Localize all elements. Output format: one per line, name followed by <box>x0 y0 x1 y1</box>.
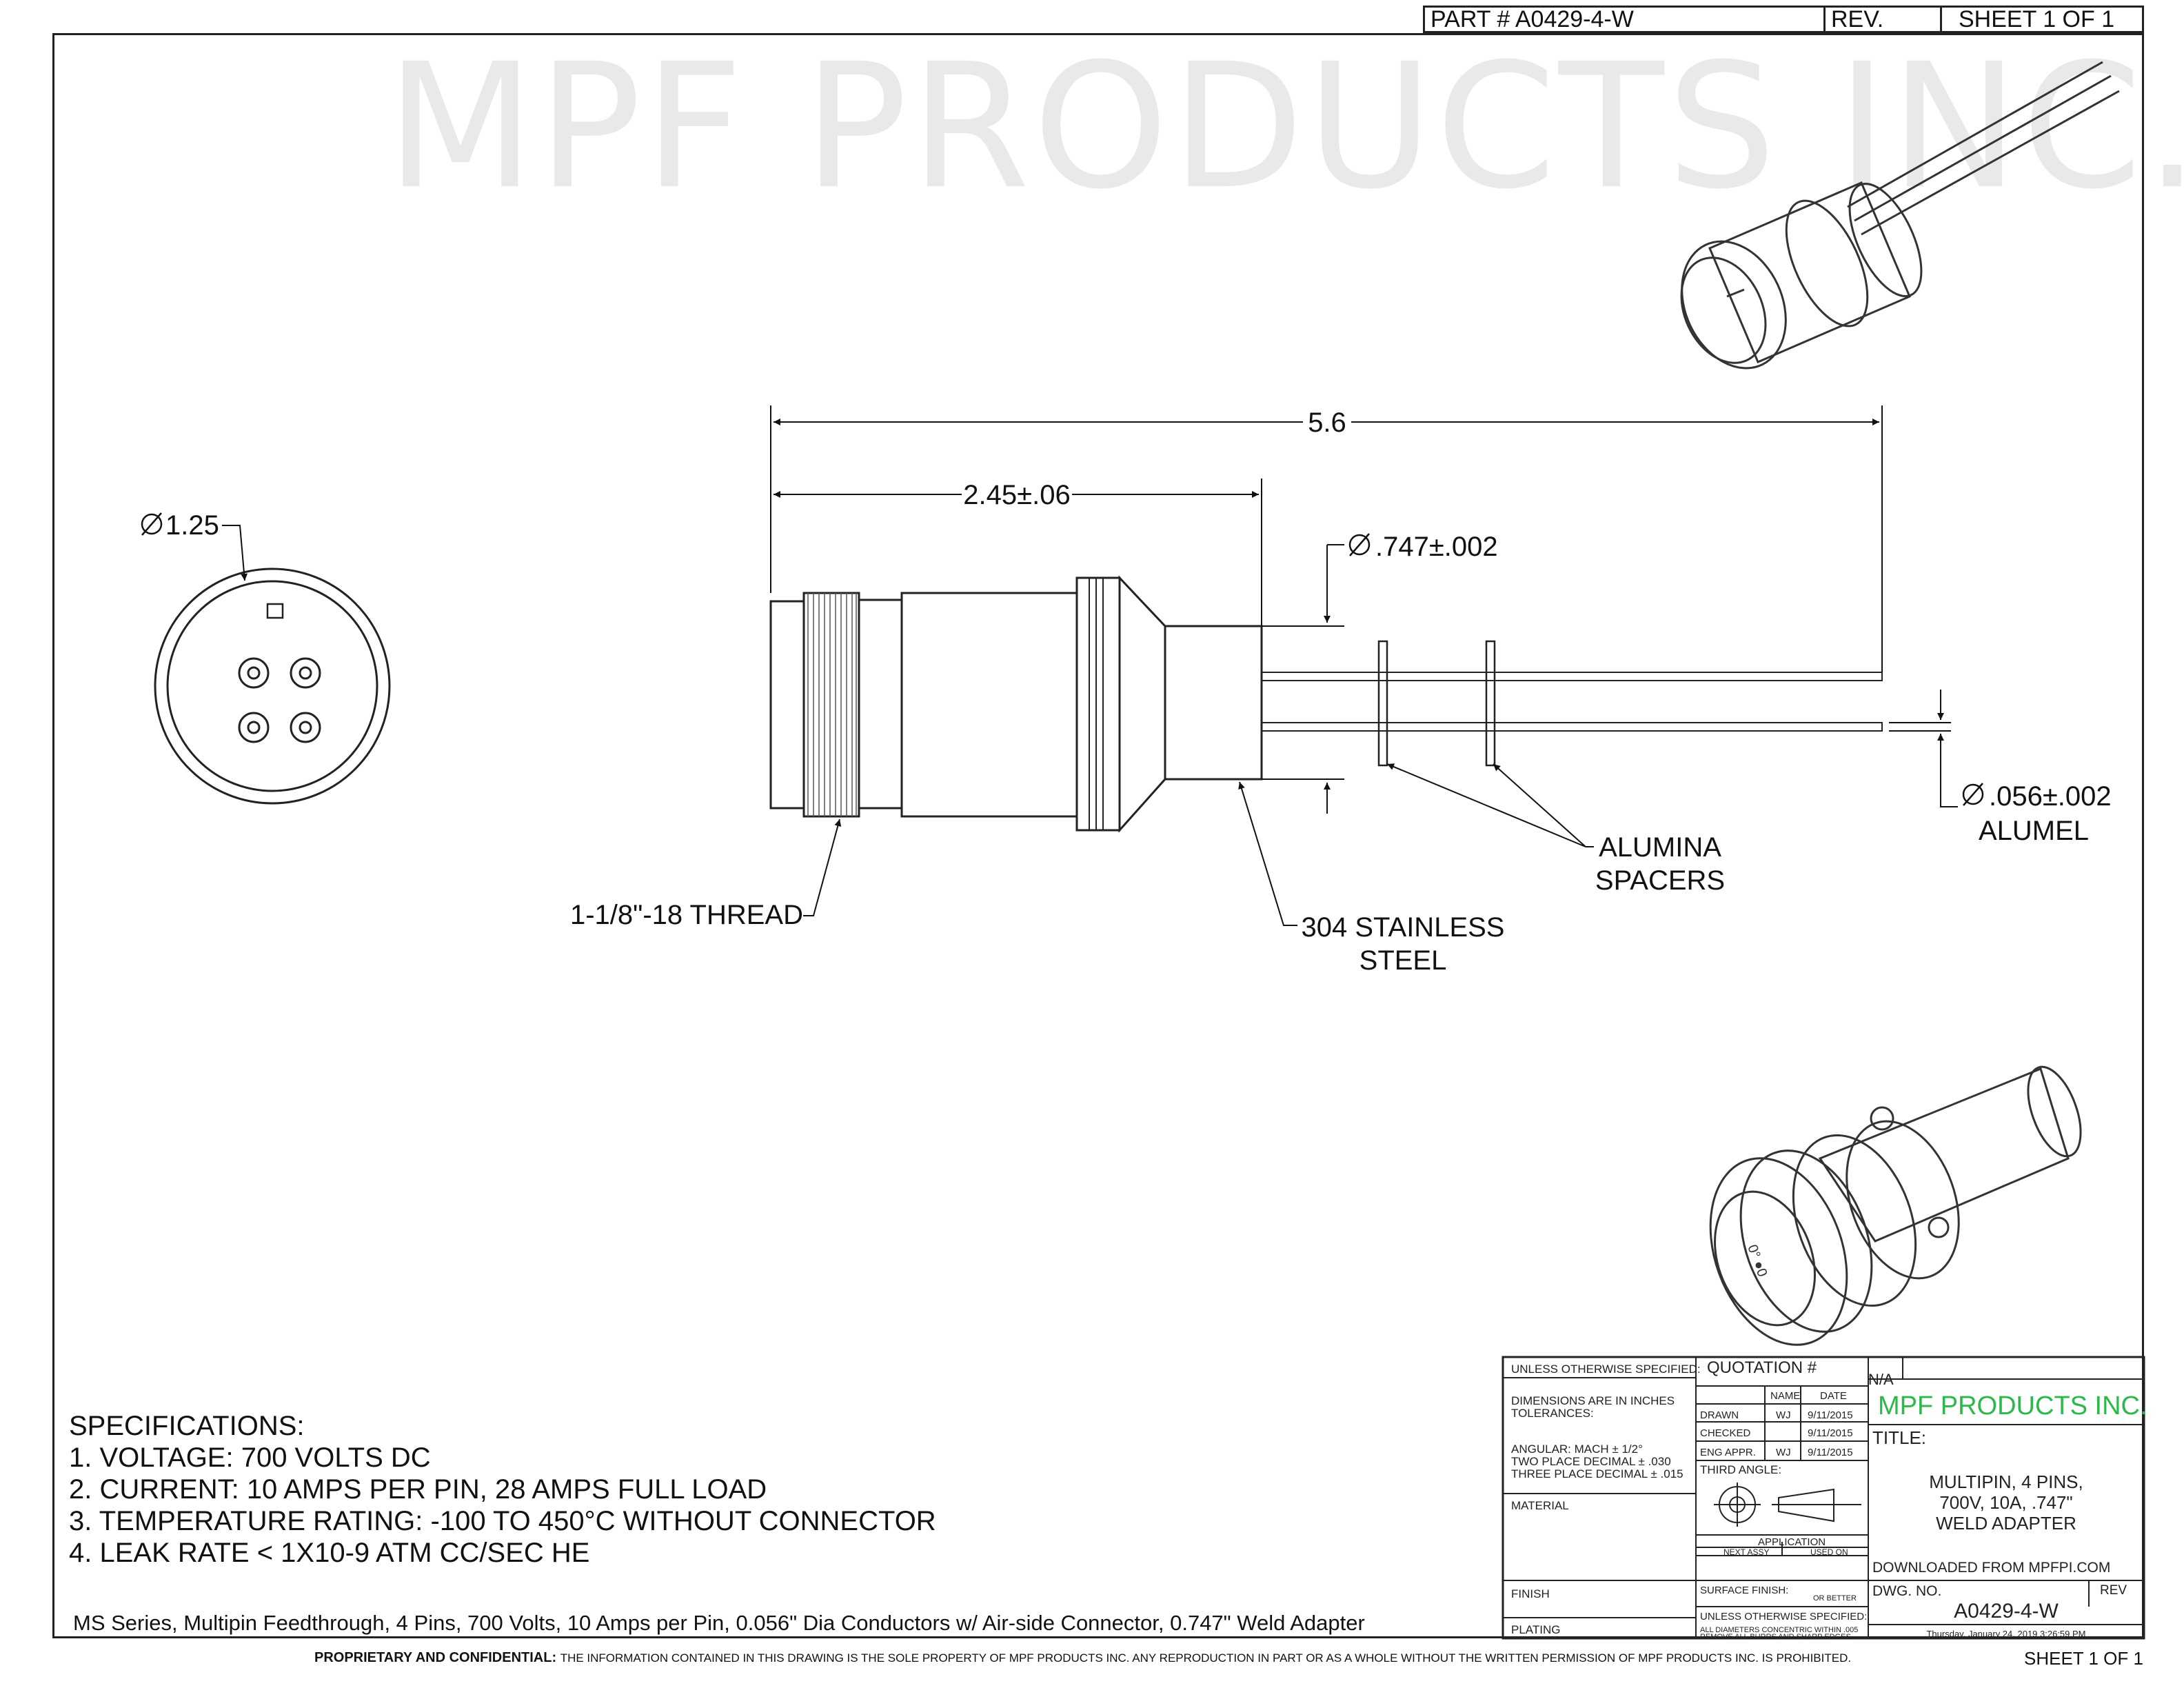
tb-concentric-2: REMOVE ALL BURRS AND SHARP EDGES <box>1700 1633 1851 1641</box>
tb-title-2: 700V, 10A, .747" <box>1939 1492 2073 1513</box>
tb-checked-date: 9/11/2015 <box>1808 1427 1853 1439</box>
footer-sheet: SHEET 1 OF 1 <box>2024 1648 2143 1669</box>
tb-title-label: TITLE: <box>1872 1427 1927 1448</box>
tb-unless-specified-2: UNLESS OTHERWISE SPECIFIED: <box>1700 1611 1868 1622</box>
tb-used-on: USED ON <box>1810 1547 1848 1557</box>
tb-two-place: TWO PLACE DECIMAL ± .030 <box>1511 1455 1671 1468</box>
pin-hole <box>238 712 270 743</box>
tb-material: MATERIAL <box>1511 1499 1569 1512</box>
pin-hole <box>290 657 321 689</box>
proprietary-label: PROPRIETARY AND CONFIDENTIAL: <box>314 1650 557 1665</box>
tb-application: APPLICATION <box>1758 1536 1826 1548</box>
spacers-label-2: SPACERS <box>1595 865 1725 896</box>
drawing-border <box>52 33 2144 1638</box>
tb-company: MPF PRODUCTS INC. <box>1878 1391 2147 1420</box>
tb-unless-specified: UNLESS OTHERWISE SPECIFIED: <box>1511 1363 1701 1376</box>
material-label-2: STEEL <box>1359 945 1447 976</box>
pin-diameter-label: .056±.002 <box>1989 781 2112 812</box>
tb-third-angle: THIRD ANGLE: <box>1700 1463 1782 1476</box>
body-length-label: 2.45±.06 <box>963 480 1070 510</box>
side-view <box>769 575 1883 833</box>
tb-checked: CHECKED <box>1700 1427 1751 1439</box>
weld-diameter-label: .747±.002 <box>1375 532 1498 562</box>
thread-callout: 1-1/8"-18 THREAD <box>570 818 842 930</box>
dim-pin-diameter: .056±.002 ALUMEL <box>1889 690 2112 846</box>
face-diameter-label: 1.25 <box>165 510 219 541</box>
tb-angular: ANGULAR: MACH ± 1/2° <box>1511 1443 1643 1456</box>
tb-name-col: NAME <box>1770 1390 1801 1402</box>
tb-eng-date: 9/11/2015 <box>1808 1447 1853 1458</box>
iso-view-weld-adapter <box>1680 61 2120 370</box>
tb-drawn-date: 9/11/2015 <box>1808 1409 1853 1421</box>
tb-dwg-no: A0429-4-W <box>1954 1600 2059 1622</box>
spacers-label-1: ALUMINA <box>1599 832 1721 863</box>
tb-quotation-value: N/A <box>1868 1371 1894 1388</box>
thread-label: 1-1/8"-18 THREAD <box>570 900 803 930</box>
tb-downloaded: DOWNLOADED FROM MPFPI.COM <box>1872 1560 2111 1576</box>
tb-eng-appr: ENG APPR. <box>1700 1447 1756 1458</box>
spec-item: 2. CURRENT: 10 AMPS PER PIN, 28 AMPS FUL… <box>69 1474 767 1505</box>
overall-length-label: 5.6 <box>1308 408 1346 438</box>
tb-plating: PLATING <box>1511 1623 1561 1636</box>
pin-hole <box>238 657 270 689</box>
tb-surface-finish: SURFACE FINISH: <box>1700 1585 1789 1596</box>
part-number-cell: PART # A0429-4-W <box>1423 6 1826 33</box>
tb-eng-name: WJ <box>1776 1447 1791 1458</box>
rev-cell: REV. <box>1823 6 1942 33</box>
proprietary-notice: PROPRIETARY AND CONFIDENTIAL: THE INFORM… <box>314 1650 1851 1666</box>
sheet-label: SHEET 1 OF 1 <box>1959 6 2115 32</box>
dim-overall-length: 5.6 <box>770 405 1883 672</box>
specifications-heading: SPECIFICATIONS: <box>69 1411 305 1441</box>
proprietary-text: THE INFORMATION CONTAINED IN THIS DRAWIN… <box>560 1651 1852 1665</box>
end-view <box>154 567 391 805</box>
spacers-callout: ALUMINA SPACERS <box>1386 763 1725 896</box>
spec-item: 1. VOLTAGE: 700 VOLTS DC <box>69 1443 431 1473</box>
face-diameter-callout: 1.25 <box>141 510 248 581</box>
tb-or-better: OR BETTER <box>1813 1594 1857 1602</box>
tb-concentric-1: ALL DIAMETERS CONCENTRIC WITHIN .005 <box>1700 1626 1859 1634</box>
tb-quotation: QUOTATION # <box>1707 1358 1817 1377</box>
tb-three-place: THREE PLACE DECIMAL ± .015 <box>1511 1467 1684 1480</box>
part-number: PART # A0429-4-W <box>1430 6 1634 32</box>
tb-drawn: DRAWN <box>1700 1409 1739 1421</box>
pin-hole <box>290 712 321 743</box>
part-description: MS Series, Multipin Feedthrough, 4 Pins,… <box>73 1611 1365 1635</box>
material-callout: 304 STAINLESS STEEL <box>1238 781 1505 976</box>
iso-view-connector: 0° ●0 <box>1709 1065 2082 1346</box>
spec-item: 4. LEAK RATE < 1X10-9 ATM CC/SEC HE <box>69 1538 590 1568</box>
dim-weld-diameter: .747±.002 <box>1262 532 1498 814</box>
spec-item: 3. TEMPERATURE RATING: -100 TO 450°C WIT… <box>69 1506 936 1536</box>
tb-date-col: DATE <box>1820 1390 1847 1402</box>
tb-next-assy: NEXT ASSY <box>1723 1547 1770 1557</box>
pin-material-label: ALUMEL <box>1979 816 2089 846</box>
tb-title-3: WELD ADAPTER <box>1936 1513 2076 1534</box>
sheet-cell: SHEET 1 OF 1 <box>1940 6 2144 33</box>
material-label-1: 304 STAINLESS <box>1302 912 1505 943</box>
third-angle-symbol <box>1714 1483 1861 1527</box>
tb-dims-inches: DIMENSIONS ARE IN INCHES <box>1511 1394 1675 1407</box>
tb-dwg-no-label: DWG. NO. <box>1872 1583 1942 1599</box>
tb-tolerances: TOLERANCES: <box>1511 1407 1594 1420</box>
tb-drawn-name: WJ <box>1776 1409 1791 1421</box>
tb-finish: FINISH <box>1511 1587 1550 1600</box>
tb-rev-label: REV <box>2100 1583 2127 1598</box>
tb-timestamp: Thursday, January 24, 2019 3:26:59 PM <box>1926 1629 2086 1639</box>
tb-title-1: MULTIPIN, 4 PINS, <box>1929 1471 2083 1492</box>
rev-label: REV. <box>1831 6 1884 32</box>
dim-body-length: 2.45±.06 <box>774 479 1262 626</box>
